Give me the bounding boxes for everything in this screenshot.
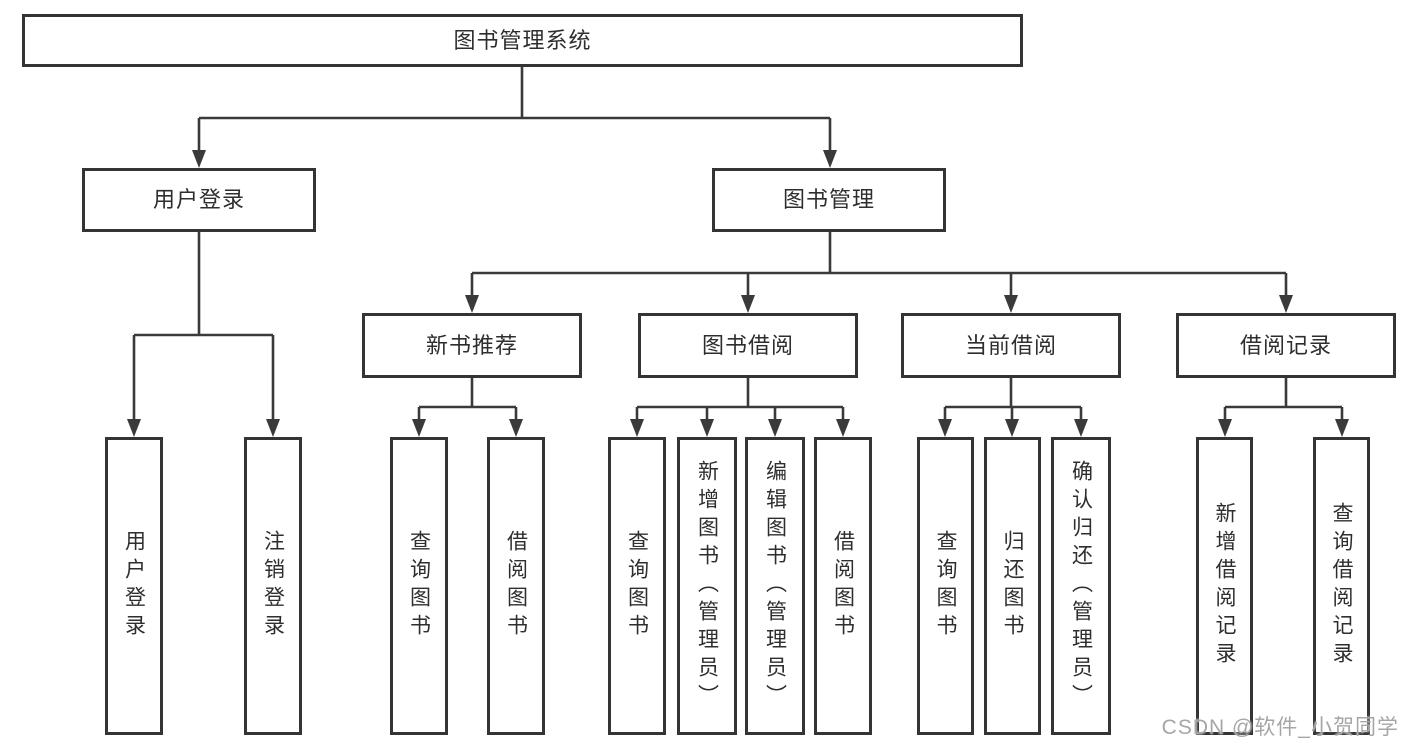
node-current-borrowing: 当前借阅 (901, 313, 1121, 378)
leaf-query-borrow-record: 查询借阅记录 (1313, 437, 1370, 735)
leaf-borrow-books: 借阅图书 (487, 437, 545, 735)
node-new-book-recommendation: 新书推荐 (362, 313, 582, 378)
leaf-return-books: 归还图书 (984, 437, 1041, 735)
leaf-confirm-return-admin: 确认归还（管理员） (1051, 437, 1111, 735)
leaf-query-books: 查询图书 (917, 437, 974, 735)
leaf-add-borrow-record: 新增借阅记录 (1196, 437, 1253, 735)
leaf-logout: 注销登录 (244, 437, 302, 735)
leaf-edit-books-admin: 编辑图书（管理员） (745, 437, 805, 735)
leaf-add-books-admin: 新增图书（管理员） (677, 437, 737, 735)
node-user-login: 用户登录 (82, 168, 316, 232)
csdn-watermark: CSDN @软件_小贺同学 (1161, 716, 1399, 739)
leaf-query-books: 查询图书 (608, 437, 666, 735)
node-borrowing-records: 借阅记录 (1176, 313, 1396, 378)
leaf-borrow-books: 借阅图书 (814, 437, 872, 735)
node-library-management-system: 图书管理系统 (22, 14, 1023, 67)
node-book-borrowing: 图书借阅 (638, 313, 858, 378)
node-book-management: 图书管理 (712, 168, 946, 232)
leaf-user-login: 用户登录 (105, 437, 163, 735)
leaf-query-books: 查询图书 (390, 437, 448, 735)
